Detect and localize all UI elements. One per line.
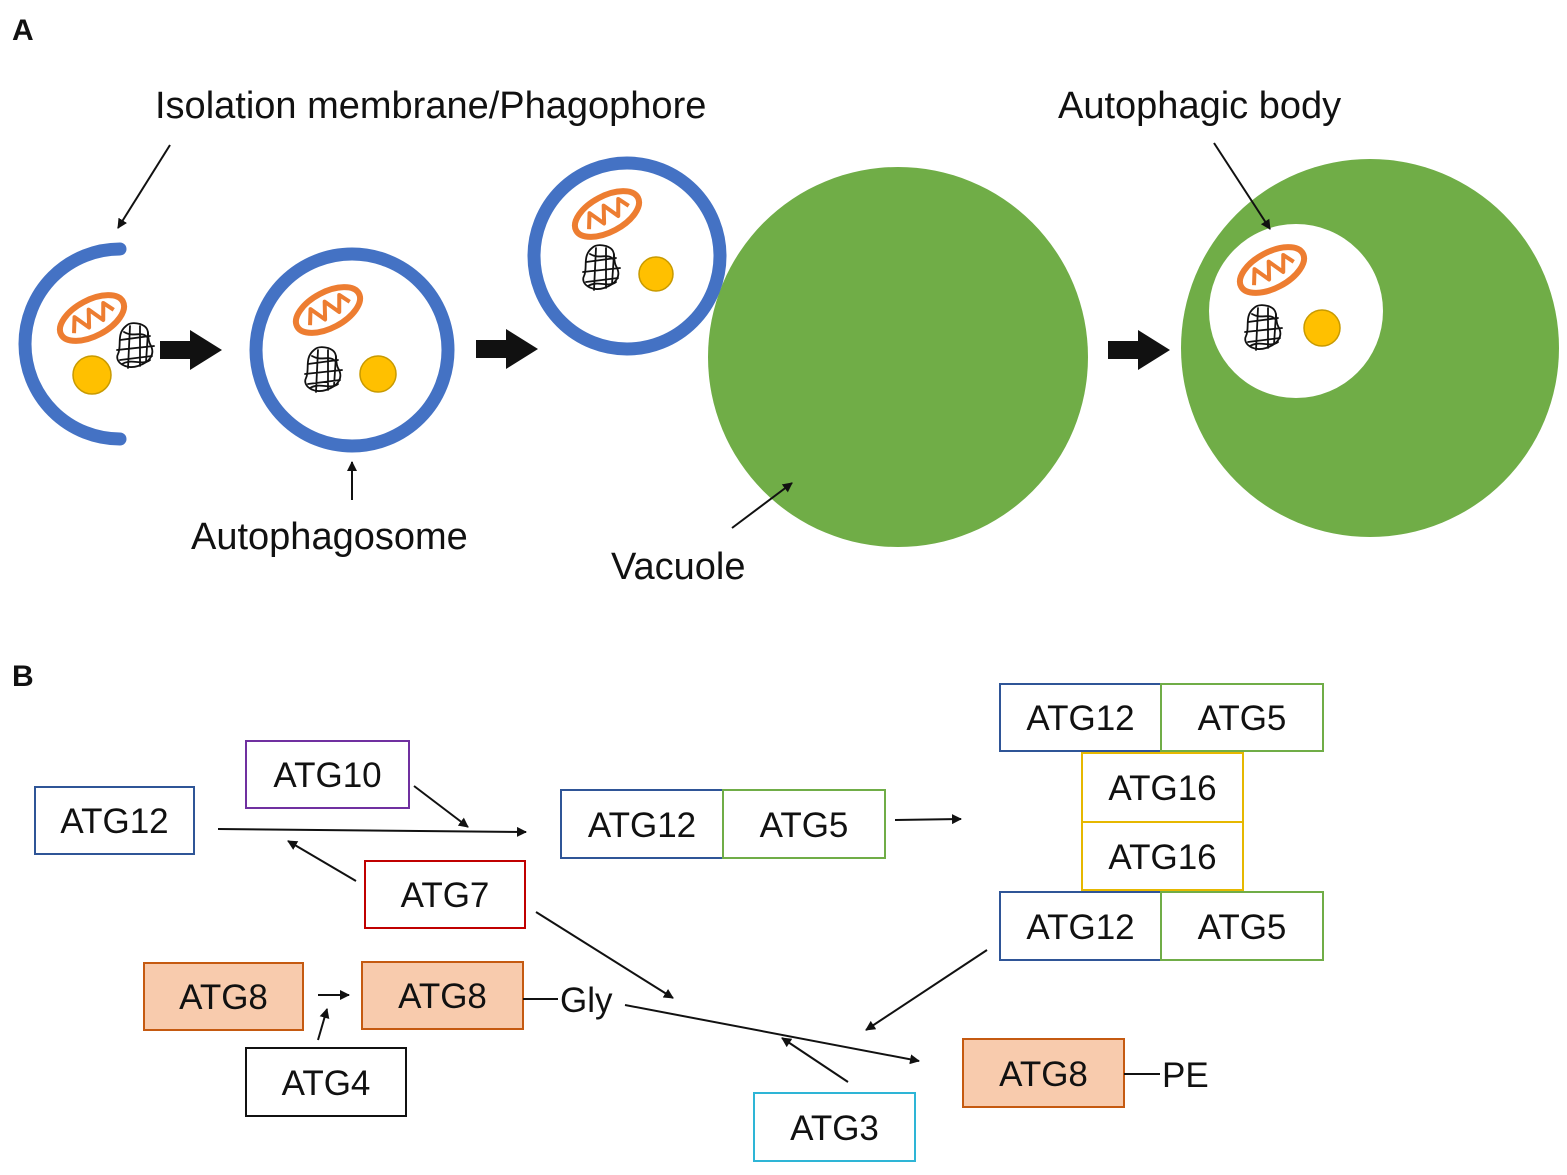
panel-a: Isolation membrane/Phagophore Autophagic…: [18, 85, 1559, 588]
gly-to-pe-arrow: [624, 1004, 920, 1065]
granule-icon: [359, 355, 397, 393]
progression-arrow-icon: [1108, 330, 1170, 370]
pe-label: PE: [1162, 1056, 1209, 1095]
atg10-label: ATG10: [273, 756, 381, 795]
atg7-action-arrow-lower: [535, 911, 674, 999]
autophagic-body-pointer: [1213, 142, 1271, 230]
atg8-gly-label: ATG8: [398, 977, 487, 1016]
complex-action-arrow: [865, 949, 988, 1031]
atg8-precursor-box: [143, 962, 304, 1031]
atg7-label: ATG7: [401, 876, 490, 915]
complex-atg12-bottom-label: ATG12: [1026, 908, 1134, 947]
atg12-conjugate-label: ATG12: [588, 806, 696, 845]
atg3-box: [753, 1092, 916, 1162]
atg12-box: [34, 786, 195, 855]
vacuole-circle: [708, 167, 1088, 547]
atg3-action-arrow: [781, 1037, 849, 1083]
atg8-pe-label: ATG8: [999, 1055, 1088, 1094]
complex-atg5-bottom-label: ATG5: [1198, 908, 1287, 947]
atg8-gly-box: [361, 961, 524, 1030]
conjugate-to-complex-arrow: [894, 814, 962, 825]
autophagosome-membrane: [249, 247, 455, 453]
atg3-label: ATG3: [790, 1109, 879, 1148]
atg5-conjugate-box: [722, 789, 886, 859]
granule-icon: [72, 355, 112, 395]
phagophore-membrane: [18, 242, 127, 446]
autophagic-body-label: Autophagic body: [1058, 85, 1341, 127]
atg4-box: [245, 1047, 407, 1117]
panel-b: ATG12 ATG10 ATG7 ATG12 ATG5 ATG12 ATG5 A…: [34, 683, 1324, 1162]
atg10-box: [245, 740, 410, 809]
atg12-conjugate-box: [560, 789, 724, 859]
phagophore-pointer: [117, 144, 171, 229]
atg4-label: ATG4: [282, 1064, 371, 1103]
atg5-conjugate-label: ATG5: [760, 806, 849, 845]
gly-label: Gly: [560, 981, 613, 1020]
complex-atg12-top-label: ATG12: [1026, 699, 1134, 738]
atg12-label: ATG12: [60, 802, 168, 841]
phagophore-label: Isolation membrane/Phagophore: [155, 85, 706, 127]
complex-atg16-b-box: [1081, 821, 1244, 891]
protein-aggregate-icon: [116, 322, 155, 369]
atg8-pe-box: [962, 1038, 1125, 1108]
complex-atg16-a-box: [1081, 752, 1244, 823]
atg10-action-arrow: [413, 785, 469, 828]
granule-icon: [638, 256, 674, 292]
complex-atg16-b-label: ATG16: [1108, 838, 1216, 877]
complex-atg5-top-box: [1160, 683, 1324, 752]
atg7-box: [364, 860, 526, 929]
vacuole-label: Vacuole: [611, 546, 746, 588]
complex-atg5-top-label: ATG5: [1198, 699, 1287, 738]
atg8-precursor-label: ATG8: [179, 978, 268, 1017]
atg4-action-arrow: [317, 1008, 330, 1041]
vacuole-pointer: [731, 482, 793, 529]
complex-atg12-top-box: [999, 683, 1162, 752]
complex-atg12-bottom-box: [999, 891, 1162, 961]
atg7-action-arrow-upper: [287, 840, 357, 882]
complex-atg5-bottom-box: [1160, 891, 1324, 961]
panel-a-letter: A: [12, 14, 34, 47]
autophagosome-label: Autophagosome: [191, 516, 468, 558]
panel-b-letter: B: [12, 660, 34, 693]
atg12-to-conjugate-arrow: [217, 826, 527, 837]
granule-icon: [1303, 309, 1341, 347]
complex-atg16-a-label: ATG16: [1108, 769, 1216, 808]
progression-arrow-icon: [476, 329, 538, 369]
progression-arrow-icon: [160, 330, 222, 370]
